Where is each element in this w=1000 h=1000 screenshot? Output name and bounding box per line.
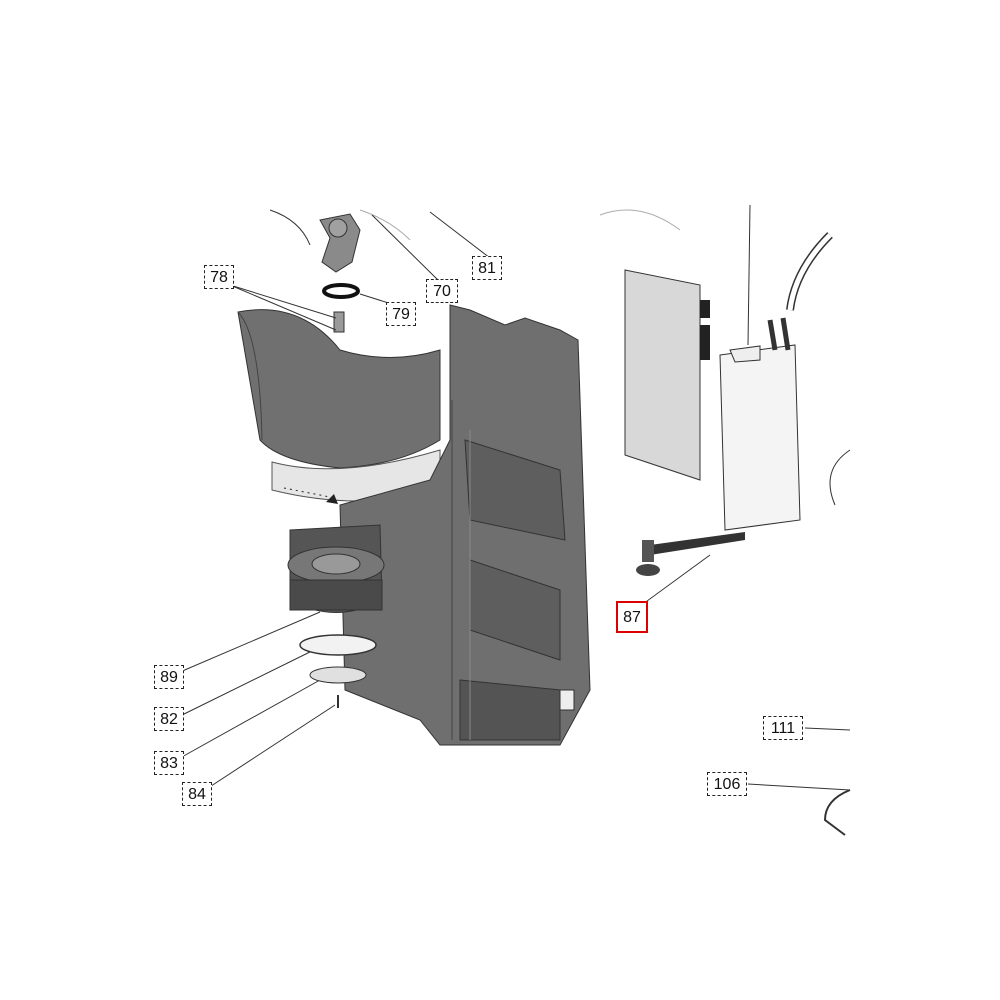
callout-106[interactable]: 106 [707,772,747,796]
control-board [599,204,833,531]
callout-89[interactable]: 89 [154,665,184,689]
callout-78[interactable]: 78 [204,265,234,289]
callout-87[interactable]: 87 [616,601,648,633]
brew-cover [237,309,441,504]
callout-82[interactable]: 82 [154,707,184,731]
callout-111[interactable]: 111 [763,716,803,740]
right-parts [823,449,851,836]
callout-79[interactable]: 79 [386,302,416,326]
callout-70[interactable]: 70 [426,279,458,303]
main-frame [339,304,591,746]
callout-81[interactable]: 81 [472,256,502,280]
callout-84[interactable]: 84 [182,782,212,806]
valve-assembly [269,209,411,333]
callout-83[interactable]: 83 [154,751,184,775]
sensor-part-87 [636,532,745,576]
brew-unit [287,524,385,708]
